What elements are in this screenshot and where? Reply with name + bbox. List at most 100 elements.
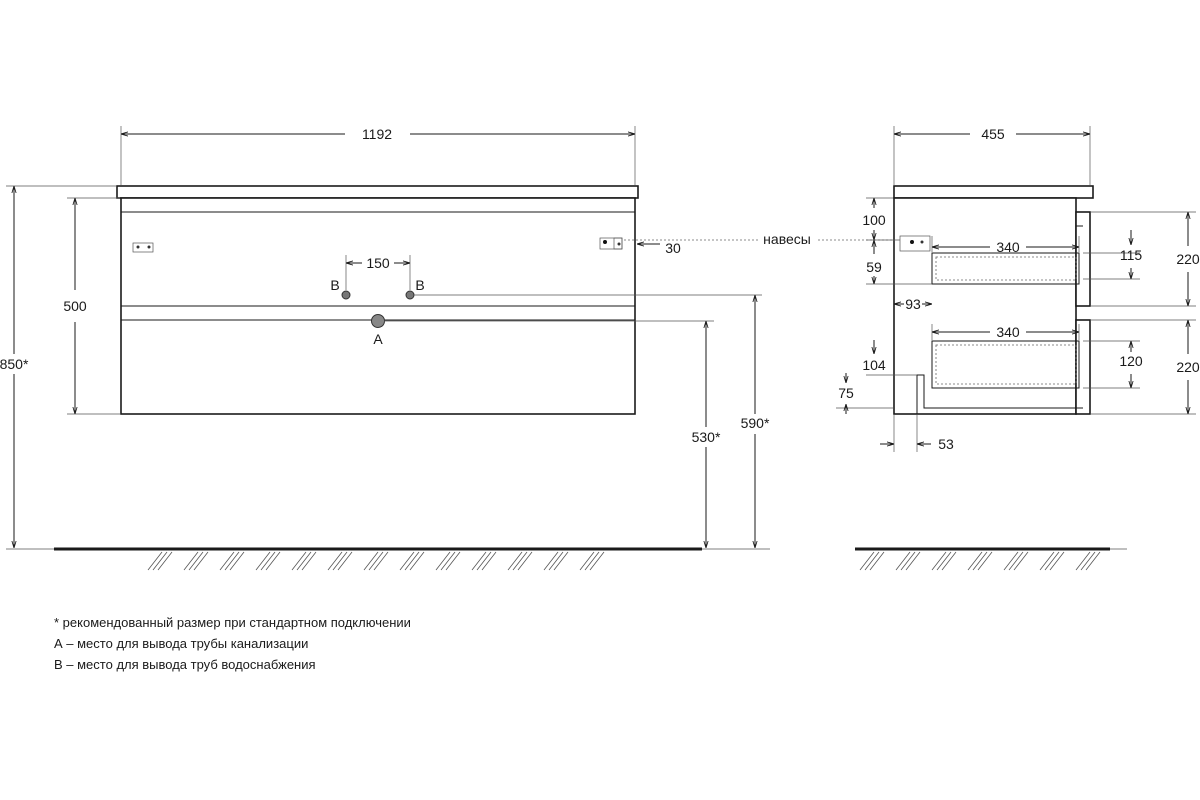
hatch-mark <box>1013 551 1029 571</box>
hatch-mark <box>512 551 528 571</box>
note-recommended: * рекомендованный размер при стандартном… <box>54 615 411 630</box>
dim-upper-front: 220 <box>1176 251 1200 267</box>
dim-lower-front: 220 <box>1176 359 1200 375</box>
side-hinge-icon <box>899 235 931 252</box>
dim-upper-offset: 59 <box>866 259 882 275</box>
hatch-mark <box>147 551 163 571</box>
dim-top-offset: 100 <box>862 212 886 228</box>
hatch-mark <box>224 551 240 571</box>
hatch-mark <box>229 551 245 571</box>
dim-plinth: 75 <box>838 385 854 401</box>
hatch-mark <box>409 551 425 571</box>
hatch-mark <box>219 551 235 571</box>
dim-upper-drawer-depth: 340 <box>996 239 1020 255</box>
hatch-mark <box>476 551 492 571</box>
hatch-mark <box>445 551 461 571</box>
hatch-mark <box>1003 551 1019 571</box>
hatch-mark <box>895 551 911 571</box>
hatch-mark <box>435 551 451 571</box>
hatch-mark <box>905 551 921 571</box>
dim-lower-offset: 104 <box>862 357 886 373</box>
side-cabinet-body <box>893 197 1077 415</box>
hatch-mark <box>404 551 420 571</box>
hatch-mark <box>332 551 348 571</box>
dim-total-height: 850* <box>0 356 29 372</box>
hatch-mark <box>972 551 988 571</box>
hatch-mark <box>548 551 564 571</box>
hatch-mark <box>1085 551 1101 571</box>
dim-supply-height: 590* <box>741 415 770 431</box>
hatch-mark <box>399 551 415 571</box>
hatch-mark <box>900 551 916 571</box>
hatch-mark <box>301 551 317 571</box>
hatch-mark <box>265 551 281 571</box>
hatch-mark <box>507 551 523 571</box>
hatch-mark <box>579 551 595 571</box>
upper-drawer-box <box>931 252 1080 285</box>
note-drain: А – место для вывода трубы канализации <box>54 636 309 651</box>
legend-notes: * рекомендованный размер при стандартном… <box>54 612 411 675</box>
hatch-mark <box>152 551 168 571</box>
hatch-mark <box>977 551 993 571</box>
dim-pipe-spacing: 150 <box>366 255 390 271</box>
hatch-mark <box>183 551 199 571</box>
hatch-mark <box>941 551 957 571</box>
hatch-mark <box>869 551 885 571</box>
callout-hinges: навесы <box>763 231 811 247</box>
label-b-left: B <box>330 277 339 293</box>
hatch-mark <box>440 551 456 571</box>
dim-lower-drawer-depth: 340 <box>996 324 1020 340</box>
lower-drawer-box <box>931 340 1080 389</box>
front-countertop <box>116 185 639 199</box>
hatch-mark <box>337 551 353 571</box>
hatch-mark <box>260 551 276 571</box>
hatch-mark <box>157 551 173 571</box>
dim-width: 1192 <box>362 126 392 142</box>
hatch-mark <box>1039 551 1055 571</box>
side-countertop <box>893 185 1094 199</box>
front-view: 1192 850* 500 150 B B A 30 530* 590* <box>0 126 775 571</box>
hatch-mark <box>864 551 880 571</box>
hatch-mark <box>373 551 389 571</box>
dim-upper-inner: 115 <box>1120 247 1143 263</box>
hatch-mark <box>936 551 952 571</box>
hatch-mark <box>859 551 875 571</box>
note-supply: В – место для вывода труб водоснабжения <box>54 657 316 672</box>
hatch-mark <box>1044 551 1060 571</box>
pipe-b-left-icon <box>341 290 351 300</box>
hatch-mark <box>517 551 533 571</box>
hatch-mark <box>553 551 569 571</box>
hatch-mark <box>368 551 384 571</box>
dim-left-offset: 93 <box>905 296 921 312</box>
label-b-right: B <box>415 277 424 293</box>
hatch-mark <box>363 551 379 571</box>
hatch-mark <box>1049 551 1065 571</box>
hatch-mark <box>471 551 487 571</box>
hatch-mark <box>931 551 947 571</box>
hatch-mark <box>1075 551 1091 571</box>
hatch-mark <box>543 551 559 571</box>
side-view: 455 100 59 340 93 340 104 75 <box>836 126 1200 571</box>
hinge-right-icon <box>599 237 623 250</box>
hatch-mark <box>1080 551 1096 571</box>
hatch-mark <box>188 551 204 571</box>
hatch-mark <box>584 551 600 571</box>
hinge-left-icon <box>132 242 154 253</box>
hatch-mark <box>481 551 497 571</box>
hatch-mark <box>1008 551 1024 571</box>
pipe-b-right-icon <box>405 290 415 300</box>
hatch-mark <box>589 551 605 571</box>
hatch-mark <box>193 551 209 571</box>
hatch-mark <box>296 551 312 571</box>
dim-lower-inner: 120 <box>1119 353 1143 369</box>
label-a: A <box>373 331 383 347</box>
drain-a-icon <box>371 314 385 328</box>
hatch-mark <box>327 551 343 571</box>
dim-drain-height: 530* <box>692 429 721 445</box>
dim-hinge-offset: 30 <box>665 240 681 256</box>
hatch-mark <box>291 551 307 571</box>
hatch-mark <box>967 551 983 571</box>
dim-drawer-height: 500 <box>63 298 87 314</box>
front-floor-hatch <box>147 551 605 571</box>
